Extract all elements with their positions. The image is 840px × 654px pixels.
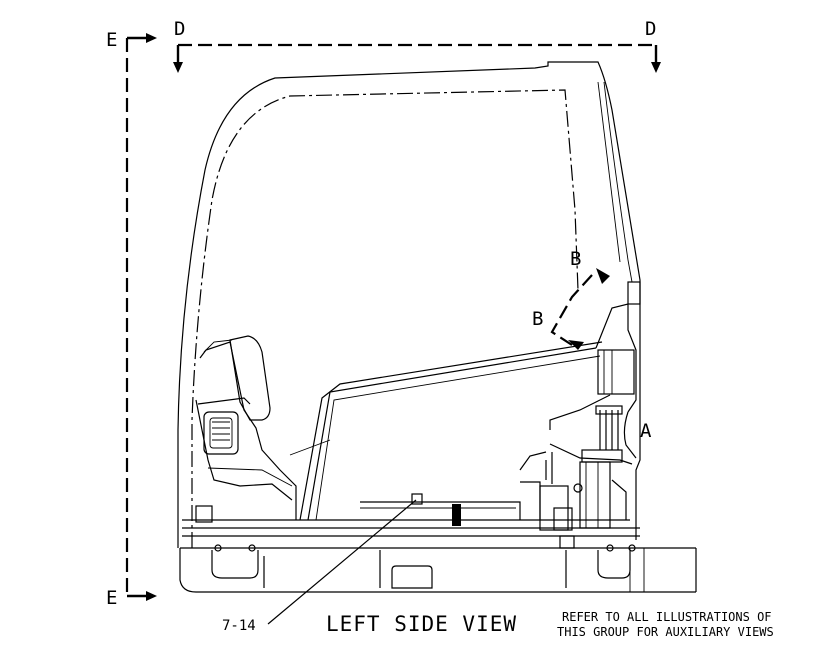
note-line-2: THIS GROUP FOR AUXILIARY VIEWS xyxy=(557,625,774,639)
rear-console xyxy=(549,281,641,540)
section-label-e-top: E xyxy=(106,29,117,51)
control-cluster xyxy=(519,405,633,549)
section-label-d-left: D xyxy=(174,18,185,40)
section-label-d-right: D xyxy=(645,18,656,40)
callout-leader xyxy=(267,499,417,625)
cab-frame xyxy=(177,61,641,548)
section-label-e-bottom: E xyxy=(106,587,117,609)
section-line-d xyxy=(173,43,661,73)
console-rails xyxy=(289,341,603,521)
operator-seat xyxy=(195,335,297,520)
view-label-a: A xyxy=(640,420,652,442)
callout-ref-7-14: 7-14 xyxy=(222,618,256,634)
section-label-b-upper: B xyxy=(570,248,581,270)
section-line-e xyxy=(125,33,157,601)
note-line-1: REFER TO ALL ILLUSTRATIONS OF xyxy=(562,610,772,624)
section-label-b-lower: B xyxy=(532,308,543,330)
section-line-b xyxy=(550,268,610,350)
view-title: LEFT SIDE VIEW xyxy=(326,612,517,636)
floor-frame xyxy=(179,493,697,593)
